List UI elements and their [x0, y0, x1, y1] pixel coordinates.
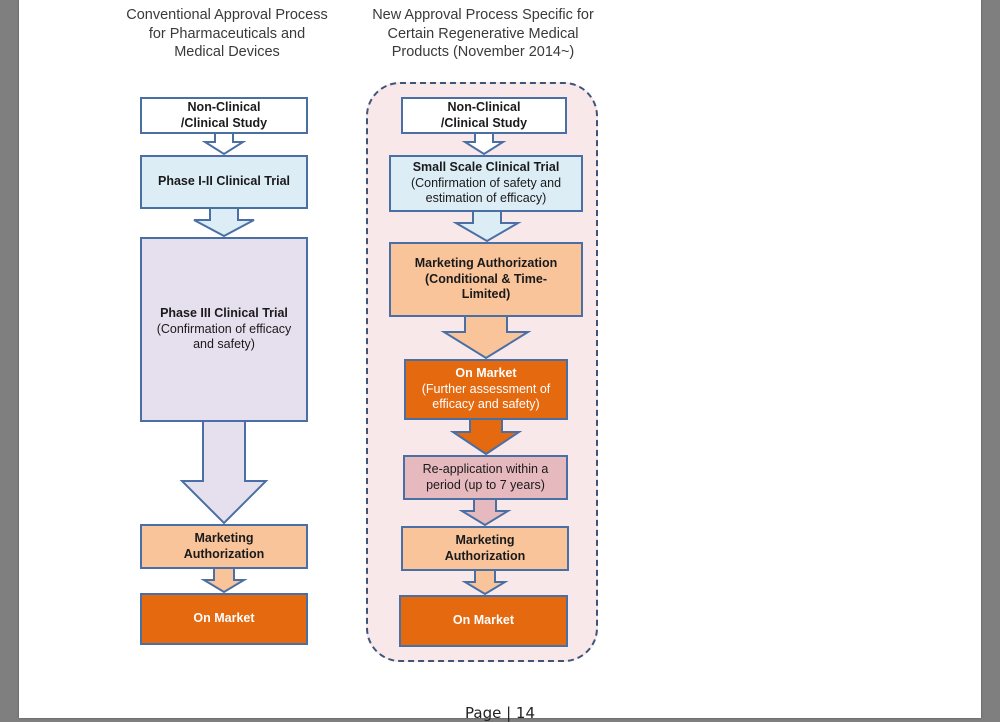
conventional-process-title: Conventional Approval Process for Pharma… — [126, 7, 328, 60]
left-step-on-market: On Market — [140, 593, 308, 645]
step-label: Marketing Authorization (Conditional & T… — [414, 256, 558, 302]
left-step-phase-1-2: Phase I-II Clinical Trial — [140, 155, 308, 209]
right-step-on-market-assessment: On Market (Further assessment of efficac… — [404, 359, 568, 420]
step-label: On Market — [455, 366, 517, 381]
right-step-marketing-authorization: Marketing Authorization — [401, 526, 569, 571]
right-step-reapplication: Re-application within a period (up to 7 … — [403, 455, 568, 500]
step-label: Marketing Authorization — [444, 533, 526, 563]
step-label: Phase I-II Clinical Trial — [158, 174, 290, 189]
step-label: Non-Clinical /Clinical Study — [440, 100, 528, 130]
step-label: On Market — [193, 611, 255, 626]
step-label: Non-Clinical /Clinical Study — [180, 100, 268, 130]
step-label: Phase III Clinical Trial — [160, 306, 288, 321]
left-step-phase-3: Phase III Clinical Trial (Confirmation o… — [140, 237, 308, 422]
left-step-marketing-authorization: Marketing Authorization — [140, 524, 308, 569]
step-label: On Market — [452, 613, 515, 628]
step-description: (Confirmation of safety and estimation o… — [410, 175, 562, 206]
step-description: Re-application within a period (up to 7 … — [422, 462, 549, 492]
step-label: Marketing Authorization — [183, 531, 265, 561]
step-description: (Further assessment of efficacy and safe… — [421, 381, 551, 412]
right-step-conditional-authorization: Marketing Authorization (Conditional & T… — [389, 242, 583, 317]
page-number: Page | 14 — [465, 704, 535, 722]
step-label: Small Scale Clinical Trial — [412, 160, 560, 175]
right-step-small-scale-trial: Small Scale Clinical Trial (Confirmation… — [389, 155, 583, 212]
right-step-on-market: On Market — [399, 595, 568, 647]
left-step-nonclinical: Non-Clinical /Clinical Study — [140, 97, 308, 134]
right-step-nonclinical: Non-Clinical /Clinical Study — [401, 97, 567, 134]
step-description: (Confirmation of efficacy and safety) — [156, 321, 292, 352]
new-process-title: New Approval Process Specific for Certai… — [372, 7, 594, 60]
